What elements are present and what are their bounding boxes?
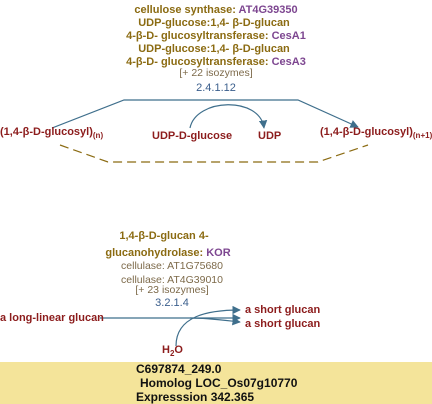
gene-id[interactable]: AT4G39350 (238, 4, 298, 16)
enzyme-glucanohydrolase-line1: 1,4-β-D-glucan 4- (119, 230, 209, 242)
metabolite-label: (1,4-β-D-glucosyl) (0, 126, 93, 138)
ec-number[interactable]: 3.2.1.4 (155, 297, 189, 309)
expression-footer: C697874_249.0 Homolog LOC_Os07g10770 Exp… (0, 362, 432, 404)
enzyme-name: glucanohydrolase: (105, 247, 207, 259)
cosubstrate-udp-d-glucose[interactable]: UDP-D-glucose (152, 130, 233, 142)
footer-gene-id: C697874_249.0 (136, 362, 222, 376)
footer-homolog: Homolog LOC_Os07g10770 (140, 376, 298, 390)
enzyme-glucanohydrolase-kor[interactable]: glucanohydrolase: KOR (105, 243, 230, 261)
enzyme-name: cellulose synthase: (134, 4, 239, 16)
product-short-glucan-2[interactable]: a short glucan (245, 318, 321, 330)
substrate-glucosyl-n[interactable]: (1,4-β-D-glucosyl)(n) (0, 126, 103, 140)
enzyme-name: UDP-glucose:1,4- β-D-glucan (138, 43, 290, 55)
enzyme-glucosyltransferase-cesa1[interactable]: 4-β-D- glucosyltransferase: CesA1 (126, 26, 306, 44)
cosubstrate-water[interactable]: H2O (162, 344, 183, 358)
water-curve-arrow (175, 305, 241, 347)
gene-id[interactable]: CesA1 (271, 30, 306, 42)
gene-id[interactable]: AT4G39010 (167, 274, 223, 286)
cosubstrate-curve-arrow (189, 104, 268, 129)
isozymes-count[interactable]: [+ 22 isozymes] (179, 67, 253, 79)
enzyme-name: cellulase: (121, 274, 168, 286)
substrate-long-linear-glucan[interactable]: a long-linear glucan (0, 312, 104, 324)
metabolite-label: (1,4-β-D-glucosyl) (320, 126, 413, 138)
reaction1-dashed-reverse (59, 144, 369, 163)
metabolite-label: O (174, 344, 183, 356)
gene-id[interactable]: CesA3 (271, 56, 306, 68)
isozymes-count[interactable]: [+ 23 isozymes] (135, 284, 209, 296)
coproduct-udp[interactable]: UDP (258, 130, 282, 142)
product-short-glucan-1[interactable]: a short glucan (245, 304, 321, 316)
enzyme-name: 4-β-D- glucosyltransferase: (126, 56, 272, 68)
enzyme-name: UDP-glucose:1,4- β-D-glucan (138, 17, 290, 29)
cellulase-at1g75680[interactable]: cellulase: AT1G75680 (121, 256, 223, 274)
product-glucosyl-n1[interactable]: (1,4-β-D-glucosyl)(n+1) (320, 126, 432, 140)
subscript: (n) (92, 131, 104, 141)
enzyme-glucosyltransferase-cesa3[interactable]: 4-β-D- glucosyltransferase: CesA3 (126, 52, 306, 70)
metabolite-label: H (162, 344, 170, 356)
enzyme-cellulose-synthase[interactable]: cellulose synthase: AT4G39350 (134, 0, 297, 18)
reaction1-main-arrow (51, 99, 359, 129)
ec-number[interactable]: 2.4.1.12 (196, 82, 236, 94)
enzyme-name: cellulase: (121, 260, 168, 272)
subscript: (n+1) (412, 131, 432, 141)
enzyme-name: 4-β-D- glucosyltransferase: (126, 30, 272, 42)
enzyme-udp-glucose-2: UDP-glucose:1,4- β-D-glucan (138, 39, 290, 57)
gene-id[interactable]: AT1G75680 (167, 260, 223, 272)
footer-expression: Expresssion 342.365 (136, 390, 255, 404)
enzyme-udp-glucose-1: UDP-glucose:1,4- β-D-glucan (138, 13, 290, 31)
cellulase-at4g39010[interactable]: cellulase: AT4G39010 (121, 270, 223, 288)
subscript: 2 (169, 349, 175, 359)
gene-id[interactable]: KOR (206, 247, 231, 259)
